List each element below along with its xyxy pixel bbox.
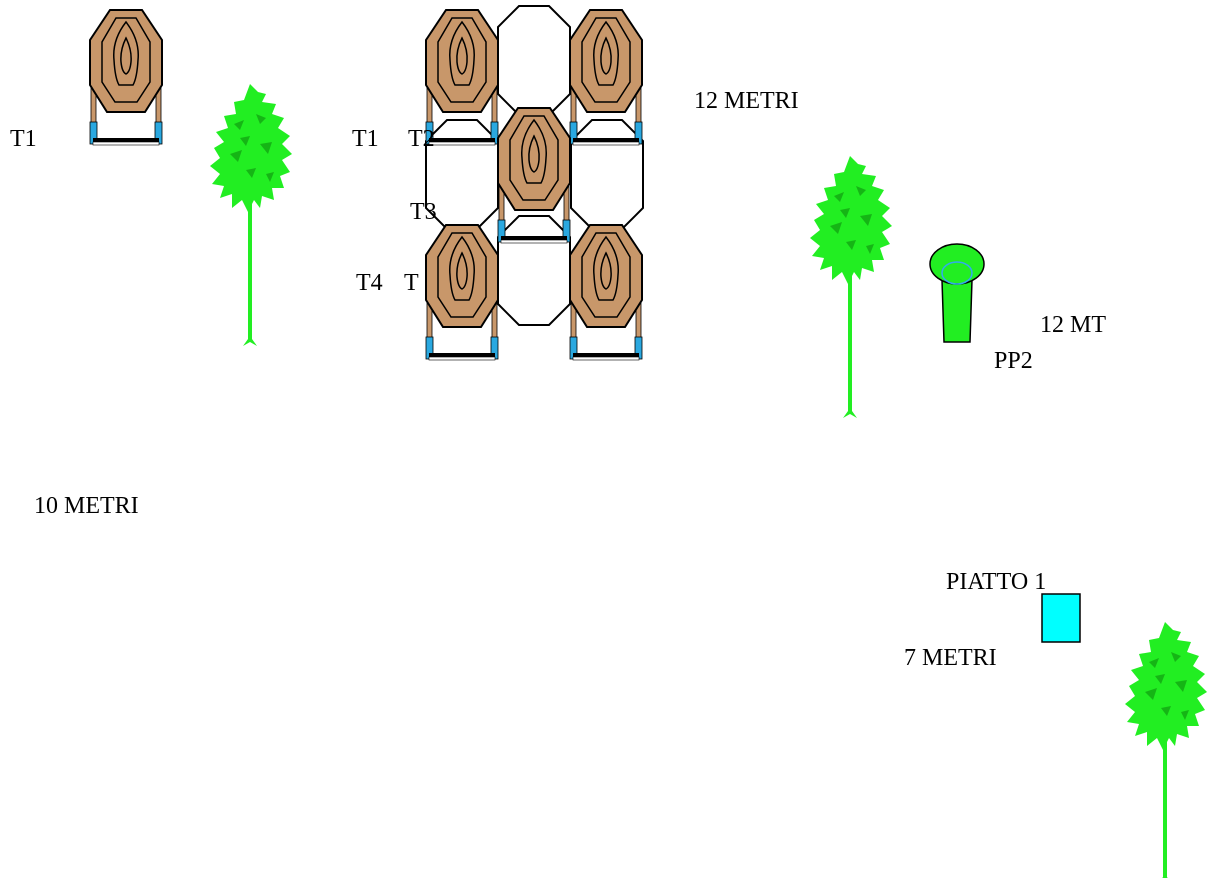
label-pp2: PP2 <box>994 348 1033 374</box>
paper-target-icon <box>89 9 163 146</box>
paper-target-icon <box>425 224 499 361</box>
popper-icon <box>929 243 985 343</box>
tree-icon <box>210 84 292 346</box>
paper-target-icon <box>569 224 643 361</box>
label-t4: T4 <box>356 270 383 296</box>
no-shoot-target-icon <box>425 119 499 230</box>
tree-icon <box>1125 622 1207 883</box>
no-shoot-target-icon <box>570 119 644 230</box>
label-distance-7-metri: 7 METRI <box>904 645 997 671</box>
label-piatto-1: PIATTO 1 <box>946 569 1047 595</box>
label-distance-12-mt: 12 MT <box>1040 312 1106 338</box>
label-t1-single: T1 <box>10 126 37 152</box>
label-distance-12-metri: 12 METRI <box>694 88 799 114</box>
label-t5: T <box>404 270 419 296</box>
no-shoot-target-icon <box>497 215 571 326</box>
label-distance-10-metri: 10 METRI <box>34 493 139 519</box>
label-t2: T2 <box>408 126 435 152</box>
label-t1-group: T1 <box>352 126 379 152</box>
label-t3: T3 <box>410 199 437 225</box>
no-shoot-target-icon <box>497 5 571 116</box>
tree-icon <box>810 156 892 418</box>
plate-icon <box>1041 593 1081 643</box>
